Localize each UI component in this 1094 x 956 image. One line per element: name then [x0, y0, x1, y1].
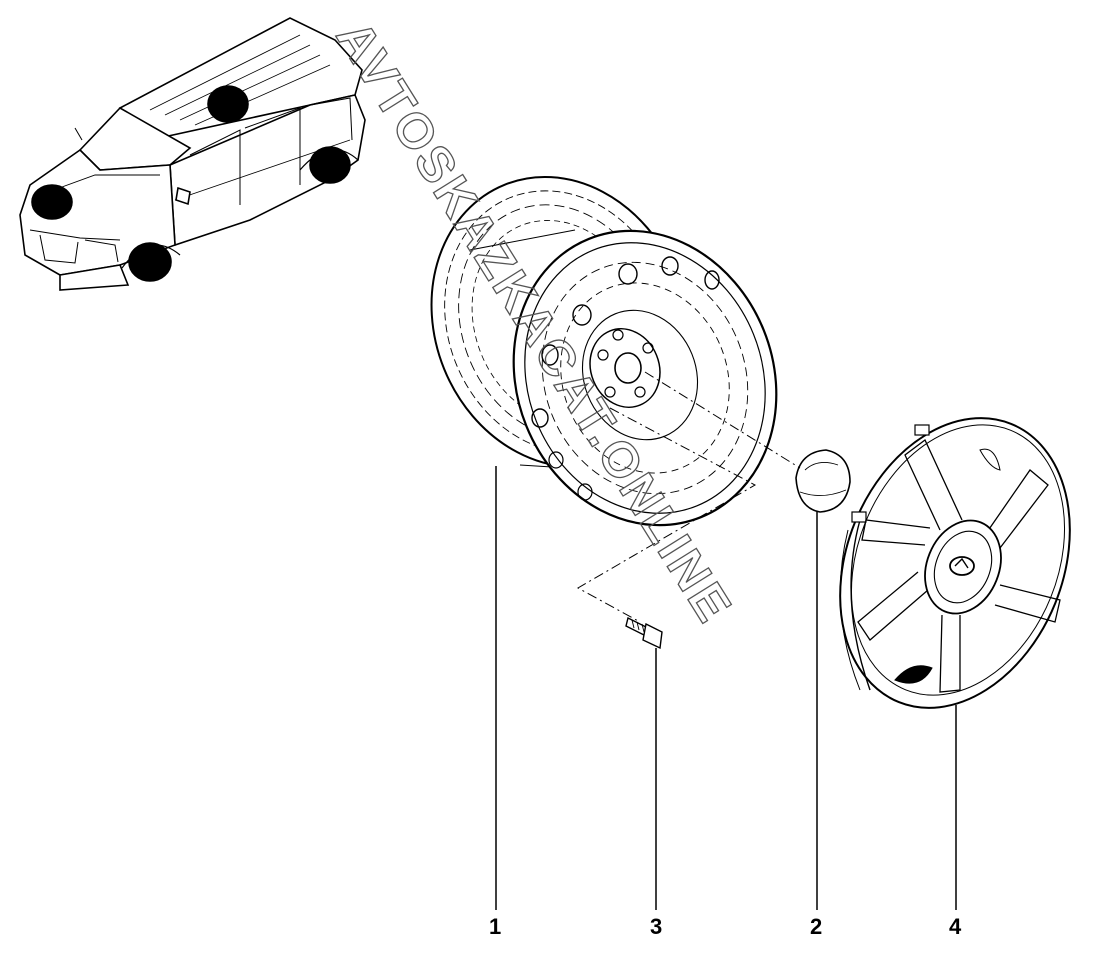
wheel-bolt	[625, 616, 663, 650]
center-cap	[795, 449, 851, 513]
callout-3: 3	[650, 914, 663, 939]
callout-4: 4	[949, 914, 962, 939]
assembly-lines	[576, 371, 801, 623]
leader-lines	[495, 466, 957, 910]
vehicle-illustration	[19, 17, 366, 291]
callout-1: 1	[489, 914, 502, 939]
callout-2: 2	[810, 914, 823, 939]
hubcap	[839, 417, 1071, 709]
wheel-rim	[430, 176, 778, 527]
